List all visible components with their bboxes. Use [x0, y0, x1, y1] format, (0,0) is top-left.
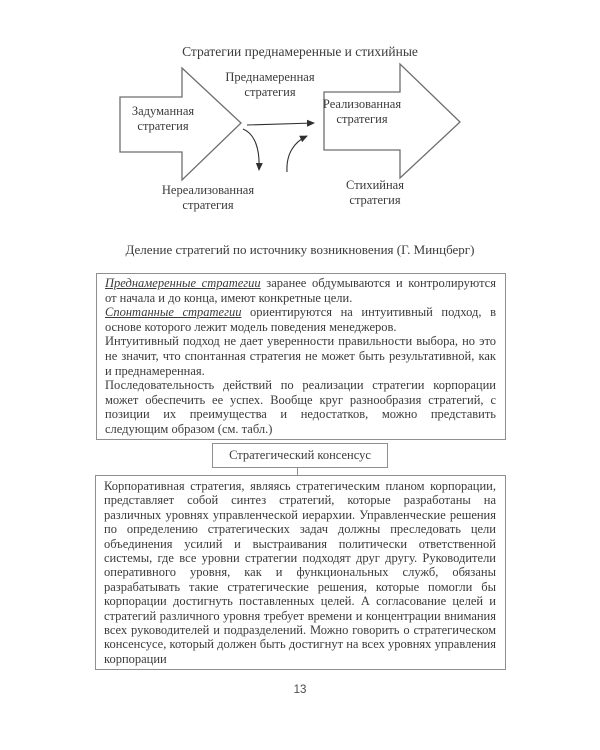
spontaneous-strategies-text: ориентируются на интуитивный подход, в о… — [105, 305, 496, 334]
realized-strategy-arrow-shape — [323, 62, 461, 180]
deliberate-strategies-text: заранее обдумываются и контролируются от… — [105, 276, 496, 305]
corporate-strategy-paragraph: Корпоративная стратегия, являясь стратег… — [104, 479, 496, 666]
strategic-consensus-box: Стратегический консенсус — [212, 443, 388, 468]
strategy-flow-diagram — [119, 62, 461, 182]
deliberate-strategy-arrow — [246, 119, 315, 127]
emergent-strategy-arrow — [286, 135, 308, 173]
spontaneous-strategies-term: Спонтанные стратегии — [105, 305, 242, 320]
intended-strategy-label: Задуманная стратегия — [131, 104, 195, 133]
diagram-caption: Деление стратегий по источнику возникнов… — [125, 242, 475, 257]
corporate-strategy-box: Корпоративная стратегия, являясь стратег… — [95, 475, 506, 671]
deliberate-strategies-paragraph: Преднамеренные стратегии заранее обдумыв… — [105, 276, 496, 305]
deliberate-strategies-term: Преднамеренные стратегии — [105, 276, 261, 290]
intended-strategy-arrow-shape — [119, 66, 242, 182]
emergent-strategy-label: Стихийная стратегия — [346, 178, 404, 207]
connector-line — [297, 468, 298, 475]
unrealized-strategy-arrow — [242, 128, 263, 171]
page-number: 13 — [293, 684, 307, 696]
diagram-title: Стратегии преднамеренные и стихийные — [182, 44, 418, 59]
sequence-of-actions-paragraph: Последовательность действий по реализаци… — [105, 378, 496, 436]
unrealized-strategy-label: Нереализованная стратегия — [161, 183, 255, 212]
intuitive-approach-paragraph: Интуитивный подход не дает уверенности п… — [105, 334, 496, 378]
strategic-consensus-label: Стратегический консенсус — [229, 448, 371, 462]
deliberate-strategy-label: Преднамеренная стратегия — [225, 70, 315, 99]
realized-strategy-label: Реализованная стратегия — [322, 97, 402, 126]
spontaneous-strategies-paragraph: Спонтанные стратегии ориентируются на ин… — [105, 305, 496, 334]
strategy-definitions-box: Преднамеренные стратегии заранее обдумыв… — [96, 273, 506, 440]
